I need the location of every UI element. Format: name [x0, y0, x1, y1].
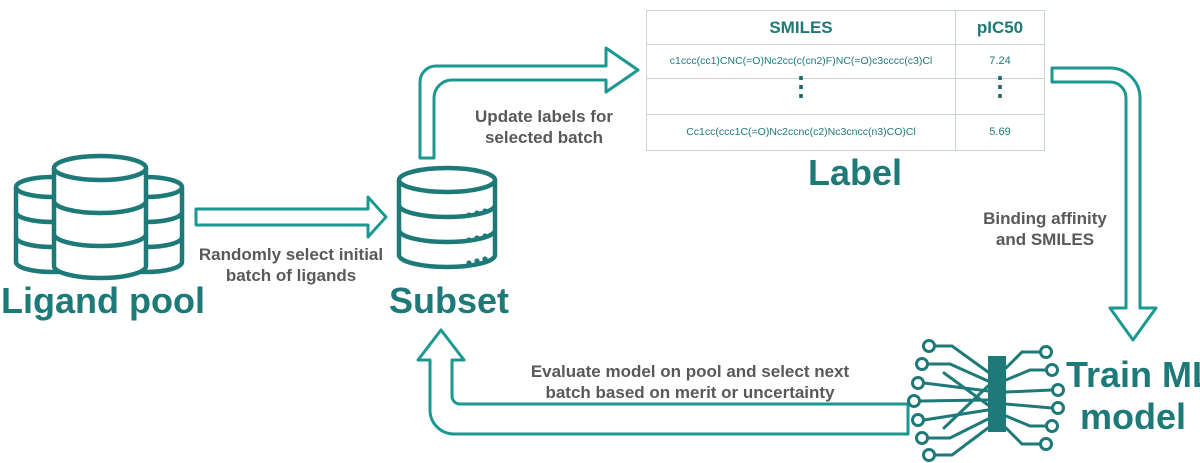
train-ml-model-title: Train ML model [1066, 354, 1200, 438]
table-row-1-pic50: 7.24 [989, 55, 1011, 67]
train-ml-line-1: Train ML [1066, 354, 1200, 395]
database-icon [396, 165, 498, 270]
update-labels-line-1: Update labels for [475, 107, 613, 126]
table-row-2-smiles: Cc1cc(ccc1C(=O)Nc2ccnc(c2)Nc3cncc(n3)CO)… [686, 126, 916, 138]
random-select-line-1: Randomly select initial [198, 245, 384, 264]
ligand-pool-title: Ligand pool [1, 280, 205, 321]
train-ml-line-2: model [1079, 396, 1186, 437]
database-stack-icon [13, 153, 185, 281]
table-header-smiles: SMILES [769, 18, 833, 37]
table-header-pic50: pIC50 [976, 18, 1024, 37]
table-row-ellipsis-smiles: ⋮ [788, 71, 814, 101]
binding-affinity-caption: Binding affinity and SMILES [960, 208, 1130, 250]
arrow-to-model-icon [1050, 66, 1158, 342]
evaluate-caption: Evaluate model on pool and select next b… [490, 361, 890, 403]
evaluate-line-1: Evaluate model on pool and select next [530, 362, 850, 381]
smiles-table-grid [646, 10, 1045, 151]
neural-network-icon [907, 339, 1065, 462]
update-labels-caption: Update labels for selected batch [456, 106, 632, 148]
binding-affinity-line-2: and SMILES [995, 230, 1095, 249]
random-select-caption: Randomly select initial batch of ligands [186, 244, 396, 286]
arrow-to-subset-icon [194, 195, 388, 239]
evaluate-line-2: batch based on merit or uncertainty [545, 383, 835, 402]
table-row-ellipsis-pic50: ⋮ [987, 71, 1013, 101]
arrow-to-subset-return-icon [416, 328, 910, 436]
label-title: Label [807, 152, 903, 193]
binding-affinity-line-1: Binding affinity [983, 209, 1107, 228]
subset-title: Subset [388, 280, 510, 321]
random-select-line-2: batch of ligands [225, 266, 357, 285]
arrow-to-label-icon [418, 46, 640, 160]
update-labels-line-2: selected batch [484, 128, 604, 147]
table-row-1-smiles: c1ccc(cc1)CNC(=O)Nc2cc(c(cn2)F)NC(=O)c3c… [669, 55, 933, 67]
table-row-2-pic50: 5.69 [989, 126, 1011, 138]
